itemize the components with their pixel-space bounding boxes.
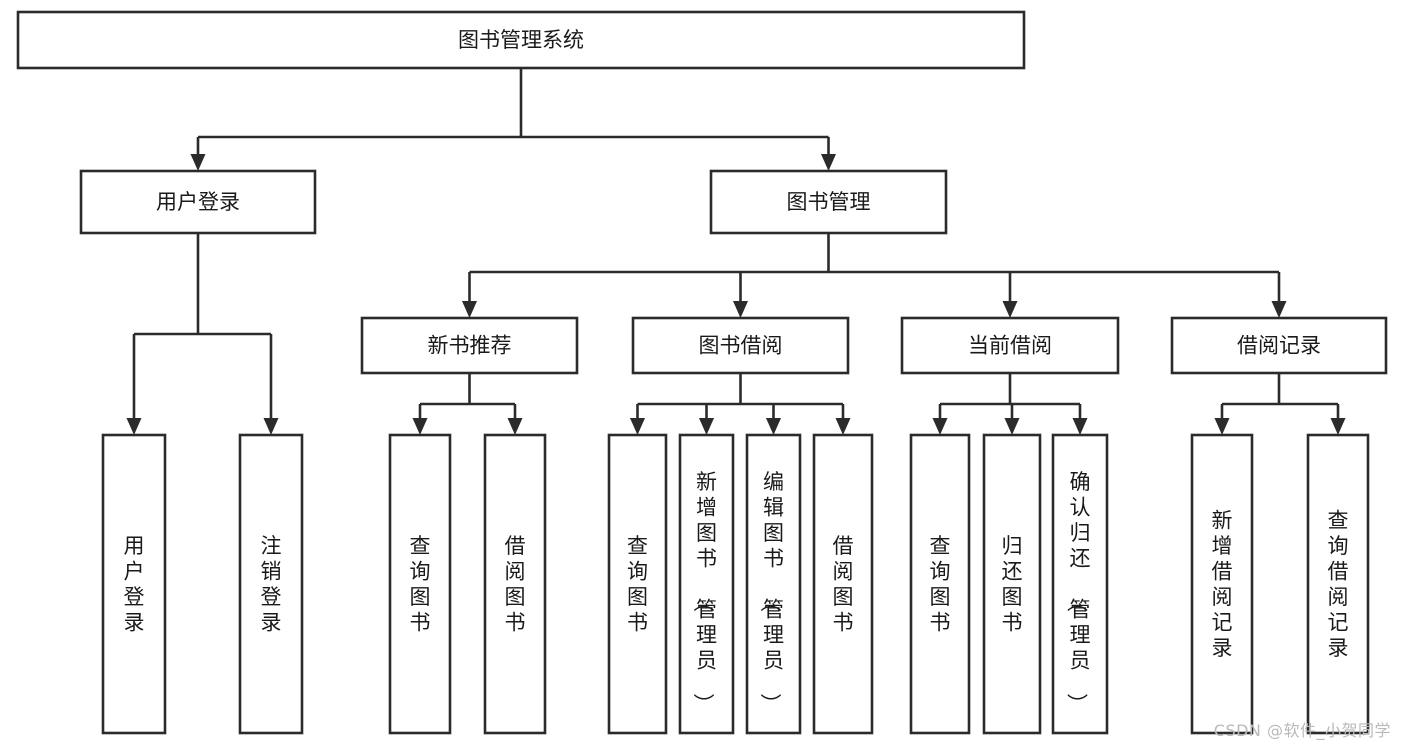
node-c-confirm[interactable]: 确认归还（管理员）: [1051, 433, 1109, 735]
node-label: 用户登录: [124, 534, 145, 635]
arrow-head-icon: [630, 418, 645, 435]
arrow-head-icon: [263, 418, 279, 435]
node-label: 借阅图书: [833, 534, 854, 635]
node-r-query[interactable]: 查询借阅记录: [1306, 433, 1370, 735]
node-label: 用户登录: [156, 190, 240, 214]
connector-group: [1214, 373, 1346, 435]
node-label: 注销登录: [261, 534, 282, 635]
node-label: 借阅记录: [1237, 334, 1321, 358]
arrow-head-icon: [835, 418, 851, 435]
node-b-borrow[interactable]: 借阅图书: [812, 433, 874, 735]
node-label: 查询图书: [627, 534, 648, 635]
node-box[interactable]: [607, 433, 668, 735]
node-box[interactable]: [812, 433, 874, 735]
node-box[interactable]: [982, 433, 1042, 735]
node-box[interactable]: [238, 433, 304, 735]
node-c-return[interactable]: 归还图书: [982, 433, 1042, 735]
node-box[interactable]: [745, 433, 802, 735]
connector-group: [190, 68, 836, 171]
node-n-borrow[interactable]: 借阅图书: [483, 433, 547, 735]
node-c-query[interactable]: 查询图书: [909, 433, 971, 735]
node-root[interactable]: 图书管理系统: [16, 10, 1026, 70]
node-box[interactable]: [483, 433, 547, 735]
arrow-head-icon: [190, 154, 206, 171]
node-b-edit[interactable]: 编辑图书（管理员）: [745, 433, 802, 735]
arrow-head-icon: [507, 418, 523, 435]
node-box[interactable]: [388, 433, 452, 735]
node-label: 归还图书: [1002, 534, 1023, 635]
node-box[interactable]: [79, 169, 317, 235]
arrow-head-icon: [821, 154, 836, 171]
node-label: 图书借阅: [699, 334, 783, 358]
arrow-head-icon: [766, 418, 781, 435]
arrow-head-icon: [932, 418, 948, 435]
node-label: 查询图书: [410, 534, 431, 635]
node-box[interactable]: [1170, 316, 1388, 375]
node-l-login[interactable]: 用户登录: [101, 433, 167, 735]
arrow-head-icon: [1002, 301, 1018, 318]
node-label: 新书推荐: [428, 334, 512, 358]
node-label: 查询图书: [930, 534, 951, 635]
watermark: CSDN @软件_小贺同学: [1213, 721, 1391, 740]
arrow-head-icon: [412, 418, 428, 435]
node-label: 借阅图书: [505, 534, 526, 635]
node-borrow[interactable]: 图书借阅: [631, 316, 850, 375]
arrow-head-icon: [699, 418, 714, 435]
connector-group: [126, 233, 279, 435]
node-box[interactable]: [101, 433, 167, 735]
node-label: 新增图书（管理员）: [691, 470, 717, 714]
node-label: 新增借阅记录: [1212, 508, 1233, 660]
arrow-head-icon: [462, 301, 477, 318]
connector-group: [630, 373, 851, 435]
node-box[interactable]: [1190, 433, 1254, 735]
connector-group: [932, 373, 1088, 435]
node-box[interactable]: [360, 316, 579, 375]
node-box[interactable]: [678, 433, 735, 735]
connector-group: [462, 233, 1287, 318]
node-bookmgmt[interactable]: 图书管理: [709, 169, 948, 235]
node-box[interactable]: [709, 169, 948, 235]
node-box[interactable]: [900, 316, 1120, 375]
node-box[interactable]: [631, 316, 850, 375]
node-box[interactable]: [909, 433, 971, 735]
node-label: 图书管理系统: [458, 28, 584, 52]
node-r-add[interactable]: 新增借阅记录: [1190, 433, 1254, 735]
connector-group: [412, 373, 523, 435]
node-newbook[interactable]: 新书推荐: [360, 316, 579, 375]
node-label: 确认归还（管理员）: [1065, 470, 1091, 714]
node-b-add[interactable]: 新增图书（管理员）: [678, 433, 735, 735]
node-b-query[interactable]: 查询图书: [607, 433, 668, 735]
node-box[interactable]: [16, 10, 1026, 70]
node-box[interactable]: [1306, 433, 1370, 735]
connector-layer: [126, 68, 1346, 435]
arrow-head-icon: [733, 301, 748, 318]
arrow-head-icon: [126, 418, 142, 435]
node-layer: 图书管理系统用户登录图书管理新书推荐图书借阅当前借阅借阅记录用户登录注销登录查询…: [16, 10, 1388, 735]
node-label: 查询借阅记录: [1328, 508, 1349, 660]
node-login[interactable]: 用户登录: [79, 169, 317, 235]
arrow-head-icon: [1072, 418, 1088, 435]
node-label: 图书管理: [787, 190, 871, 214]
arrow-head-icon: [1330, 418, 1346, 435]
node-n-query[interactable]: 查询图书: [388, 433, 452, 735]
node-label: 当前借阅: [968, 334, 1052, 358]
node-box[interactable]: [1051, 433, 1109, 735]
node-l-logout[interactable]: 注销登录: [238, 433, 304, 735]
node-current[interactable]: 当前借阅: [900, 316, 1120, 375]
arrow-head-icon: [1271, 301, 1287, 318]
arrow-head-icon: [1004, 418, 1020, 435]
node-label: 编辑图书（管理员）: [758, 470, 784, 714]
arrow-head-icon: [1214, 418, 1230, 435]
node-records[interactable]: 借阅记录: [1170, 316, 1388, 375]
